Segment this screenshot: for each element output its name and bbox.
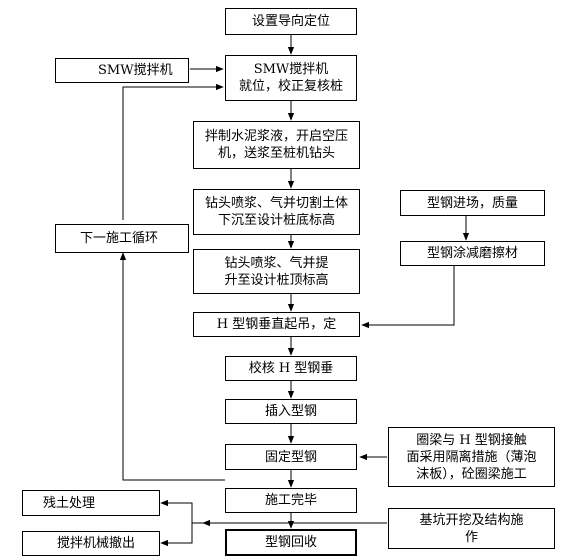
excavation-box: 基坑开挖及结构施 作 xyxy=(388,508,555,549)
step-drill-lift: 钻头喷浆、气并提 升至设计桩顶标高 xyxy=(193,249,360,294)
residual-soil-box: 残土处理 xyxy=(22,490,160,516)
arrow-coating-to-lift xyxy=(361,266,455,329)
step-set-guide-position: 设置导向定位 xyxy=(225,8,357,35)
arrow-to-residual-soil xyxy=(160,499,203,524)
arrow-to-machine-exit xyxy=(160,523,193,547)
smw-machine-box: SMW搅拌机 xyxy=(55,58,189,83)
steel-arrival-box: 型钢进场，质量 xyxy=(400,190,545,216)
ring-beam-box: 圈梁与 H 型钢接触 面采用隔离措施（薄泡 沫板），砼圈梁施工 xyxy=(388,427,555,487)
step-fix-steel: 固定型钢 xyxy=(225,444,357,470)
next-cycle-box: 下一施工循环 xyxy=(55,224,189,253)
machine-exit-box: 搅拌机械撤出 xyxy=(22,531,160,556)
step-construction-complete: 施工完毕 xyxy=(225,488,357,513)
step-drill-down: 钻头喷浆、气并切割土体 下沉至设计桩底标高 xyxy=(193,189,360,235)
steel-coating-box: 型钢涂减磨擦材 xyxy=(400,241,545,266)
step-insert-steel: 插入型钢 xyxy=(225,399,357,424)
arrow-loop-to-next-cycle xyxy=(119,252,225,481)
step-steel-recovery: 型钢回收 xyxy=(225,529,357,556)
step-mix-cement-slurry: 拌制水泥浆液，开启空压 机，送浆至桩机钻头 xyxy=(193,121,360,169)
step-smw-positioning: SMW搅拌机 就位，校正复核桩 xyxy=(225,55,357,101)
step-verify-vertical: 校核 H 型钢垂 xyxy=(225,356,357,381)
arrow-next-cycle-to-step2 xyxy=(122,83,224,220)
step-hsteel-lift: H 型钢垂直起吊，定 xyxy=(193,312,360,337)
